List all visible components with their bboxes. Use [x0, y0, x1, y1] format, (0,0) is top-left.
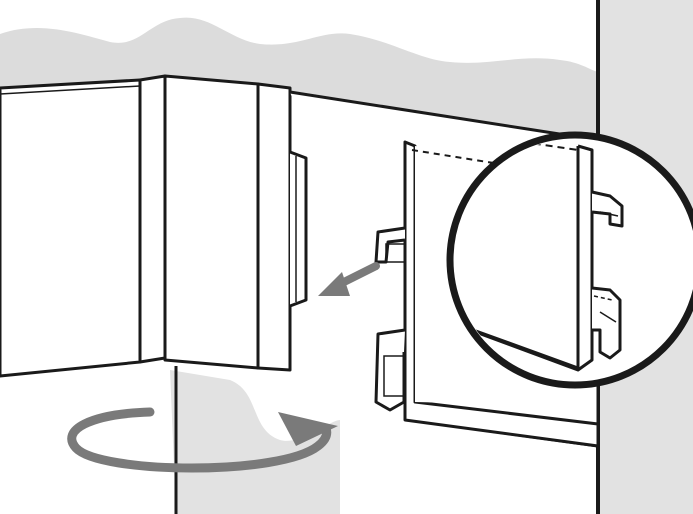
left-panel	[0, 78, 142, 378]
magnifier-circle	[446, 131, 693, 389]
receiving-clip	[289, 150, 308, 308]
lower-clip	[374, 328, 406, 412]
left-panel-top-edge	[0, 85, 141, 95]
corner-trim-face	[163, 74, 260, 370]
corner-trim	[138, 74, 167, 364]
lower-clip-detail	[383, 355, 405, 397]
detail-lower-clip	[591, 286, 622, 360]
corner-trim-edge	[256, 82, 292, 372]
background-lower-blob	[170, 370, 340, 514]
detail-panel	[469, 144, 594, 372]
upper-clip	[374, 226, 406, 264]
insert-arrow-icon	[318, 262, 380, 296]
rotate-arrow-icon	[67, 407, 338, 473]
background-shadow-shape	[0, 17, 598, 141]
upper-clip-detail	[385, 243, 406, 263]
clip-panel-dashed-edge	[411, 149, 501, 165]
